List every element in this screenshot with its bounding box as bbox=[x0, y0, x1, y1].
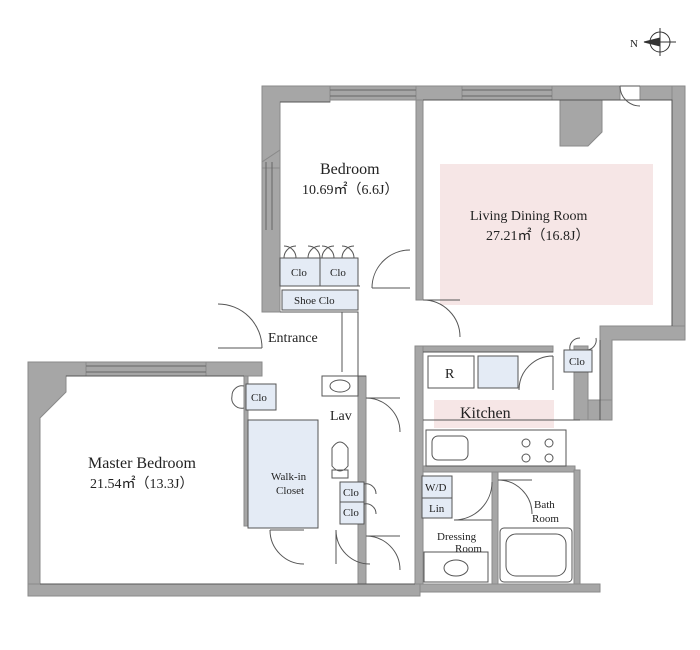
walkin-label-1: Walk-in bbox=[271, 471, 307, 483]
washbasin-counter bbox=[423, 551, 489, 583]
walkin-label-2: Closet bbox=[276, 485, 304, 497]
room-outlines bbox=[40, 99, 673, 585]
compass-label: N bbox=[630, 38, 638, 50]
storage-boxes bbox=[245, 257, 593, 529]
shoe-clo-label: Shoe Clo bbox=[294, 295, 335, 307]
doors bbox=[217, 85, 641, 571]
kitchen-door bbox=[518, 355, 554, 391]
entrance-door bbox=[217, 303, 263, 349]
dressing-label-1: Dressing bbox=[437, 531, 477, 543]
sink-icon bbox=[431, 435, 469, 461]
compass-rose-icon bbox=[643, 28, 676, 56]
living-area: 27.21㎡（16.8J） bbox=[486, 228, 589, 244]
dressing-door bbox=[453, 481, 493, 521]
refrigerator-label: R bbox=[445, 367, 455, 382]
balcony-door bbox=[619, 85, 641, 107]
lav-label: Lav bbox=[330, 409, 352, 424]
entrance-label: Entrance bbox=[268, 331, 318, 346]
walkin-door bbox=[335, 529, 371, 565]
clo-label: Clo bbox=[251, 392, 267, 404]
clo-label: Clo bbox=[291, 267, 307, 279]
washer-dryer-label: W/D bbox=[425, 482, 446, 494]
master-area: 21.54㎡（13.3J） bbox=[90, 476, 193, 492]
closet-doors bbox=[231, 245, 597, 515]
bath-fixtures bbox=[321, 375, 573, 583]
living-door bbox=[422, 299, 461, 338]
lav-sink-counter bbox=[321, 375, 359, 397]
corridor-door bbox=[365, 535, 401, 571]
kitchen-fixtures bbox=[425, 355, 567, 467]
burner-icon bbox=[544, 453, 554, 463]
bedroom-name: Bedroom bbox=[320, 161, 380, 178]
linen-label: Lin bbox=[429, 503, 445, 515]
walkin-door-2 bbox=[269, 529, 305, 565]
kitchen-highlight bbox=[434, 400, 554, 428]
bath-label-2: Room bbox=[532, 513, 559, 525]
bath-door bbox=[497, 479, 533, 515]
bath-label-1: Bath bbox=[534, 499, 555, 511]
bathtub-icon bbox=[499, 527, 573, 583]
burner-icon bbox=[521, 453, 531, 463]
toilet-icon bbox=[331, 441, 349, 472]
windows bbox=[86, 89, 552, 373]
living-highlight bbox=[440, 164, 653, 305]
bedroom-area: 10.69㎡（6.6J） bbox=[302, 182, 398, 198]
clo-label: Clo bbox=[343, 507, 359, 519]
clo-label: Clo bbox=[569, 356, 585, 368]
master-name: Master Bedroom bbox=[88, 455, 197, 472]
bedroom-door bbox=[371, 249, 411, 289]
lav-door bbox=[365, 397, 401, 433]
pantry-box bbox=[477, 355, 519, 389]
clo-label: Clo bbox=[330, 267, 346, 279]
counter bbox=[425, 429, 567, 467]
washbasin-icon bbox=[443, 559, 469, 577]
kitchen-label: Kitchen bbox=[460, 405, 511, 422]
dressing-label-2: Room bbox=[455, 543, 482, 555]
lav-sink-icon bbox=[329, 379, 351, 393]
burner-icon bbox=[521, 438, 531, 448]
burner-icon bbox=[544, 438, 554, 448]
refrigerator-box bbox=[427, 355, 475, 389]
living-name: Living Dining Room bbox=[470, 209, 588, 224]
clo-label: Clo bbox=[343, 487, 359, 499]
